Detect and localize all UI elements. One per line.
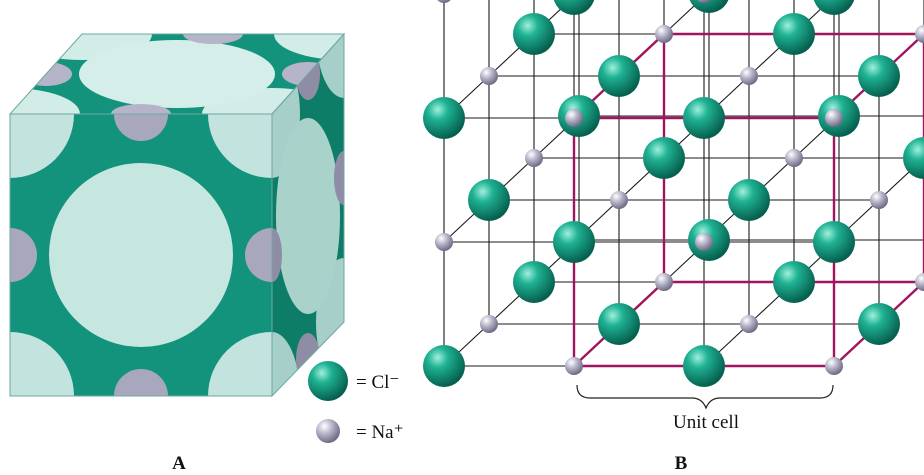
chloride-ion bbox=[513, 13, 555, 55]
sodium-ion bbox=[655, 25, 673, 43]
sodium-ion bbox=[915, 273, 924, 291]
chloride-legend-label: = Cl⁻ bbox=[356, 372, 399, 393]
sodium-ion bbox=[565, 109, 583, 127]
chloride-ion bbox=[728, 179, 770, 221]
chloride-legend-swatch bbox=[308, 361, 348, 401]
chloride-ion bbox=[683, 97, 725, 139]
chloride-ion bbox=[513, 261, 555, 303]
chloride-ion bbox=[689, 0, 729, 13]
chloride-ion bbox=[468, 179, 510, 221]
sodium-ion bbox=[740, 315, 758, 333]
sodium-ion bbox=[435, 233, 453, 251]
panel-label-a: A bbox=[172, 453, 186, 474]
chloride-ion bbox=[553, 0, 595, 15]
chloride-ion bbox=[773, 261, 815, 303]
chloride-ion bbox=[903, 137, 924, 179]
chloride-ion bbox=[423, 97, 465, 139]
sodium-ion bbox=[825, 109, 843, 127]
sodium-legend-label: = Na⁺ bbox=[356, 422, 404, 443]
unit-cell-brace bbox=[576, 384, 834, 410]
sodium-ion bbox=[870, 191, 888, 209]
chloride-ion bbox=[598, 55, 640, 97]
chloride-ion bbox=[423, 345, 465, 387]
sodium-ion bbox=[525, 149, 543, 167]
chloride-ion bbox=[813, 0, 855, 15]
lattice-edges bbox=[443, 0, 924, 368]
chloride-ion bbox=[858, 303, 900, 345]
panel-label-b: B bbox=[675, 453, 688, 474]
legend: = Cl⁻ = Na⁺ bbox=[308, 361, 404, 443]
sodium-ion bbox=[655, 273, 673, 291]
sodium-ion bbox=[915, 25, 924, 43]
sodium-ion bbox=[610, 191, 628, 209]
chloride-ion bbox=[553, 221, 595, 263]
chloride-ion bbox=[813, 221, 855, 263]
sodium-ion bbox=[697, 0, 711, 3]
cube-outline bbox=[8, 32, 346, 398]
sodium-ion bbox=[437, 0, 451, 3]
space-filling-model bbox=[8, 32, 346, 398]
chloride-ion bbox=[598, 303, 640, 345]
sodium-ion bbox=[565, 357, 583, 375]
chloride-ion bbox=[858, 55, 900, 97]
chloride-ion bbox=[773, 13, 815, 55]
chloride-ion bbox=[643, 137, 685, 179]
sodium-ion bbox=[785, 149, 803, 167]
cube-front-face bbox=[10, 114, 272, 396]
sodium-legend-swatch bbox=[316, 419, 340, 443]
chloride-ion bbox=[683, 345, 725, 387]
unit-cell-label: Unit cell bbox=[673, 412, 739, 433]
sodium-ion bbox=[740, 67, 758, 85]
sodium-ion bbox=[695, 233, 713, 251]
sodium-ion bbox=[825, 357, 843, 375]
lattice-atoms bbox=[423, 0, 924, 387]
sodium-ion bbox=[480, 67, 498, 85]
lattice-edge bbox=[663, 0, 702, 35]
sodium-ion bbox=[480, 315, 498, 333]
